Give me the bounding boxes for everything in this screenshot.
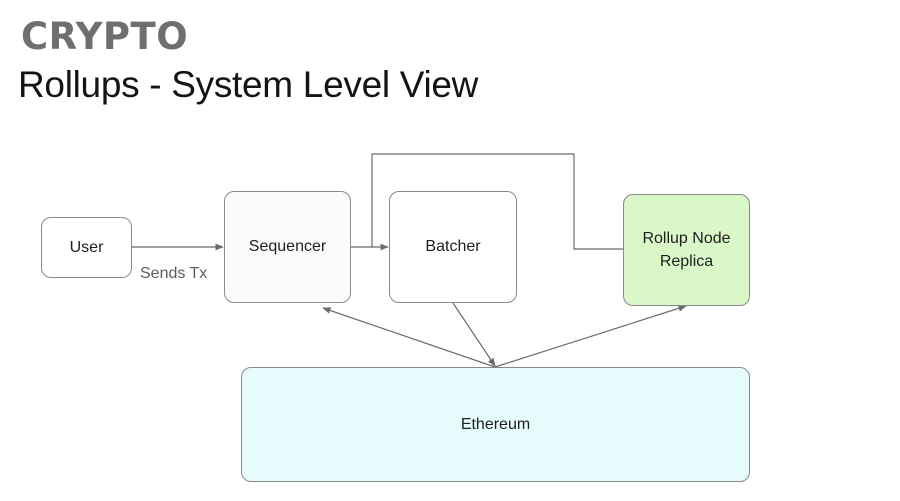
- page-title: Rollups - System Level View: [18, 64, 479, 105]
- edge-batcher-to-ethereum: [452, 302, 496, 367]
- edge-ethereum-to-replica: [494, 305, 687, 368]
- node-user: User: [41, 217, 132, 278]
- edge-sequencer-to-replica: [371, 153, 623, 250]
- node-sequencer: Sequencer: [224, 191, 351, 303]
- node-batcher: Batcher: [389, 191, 517, 303]
- node-rollup-node-replica: Rollup Node Replica: [623, 194, 750, 306]
- node-ethereum: Ethereum: [241, 367, 750, 482]
- brand-logo: CRYPTO: [21, 15, 189, 58]
- edge-ethereum-to-sequencer: [322, 307, 496, 368]
- edge-label-sends-tx: Sends Tx: [140, 265, 208, 282]
